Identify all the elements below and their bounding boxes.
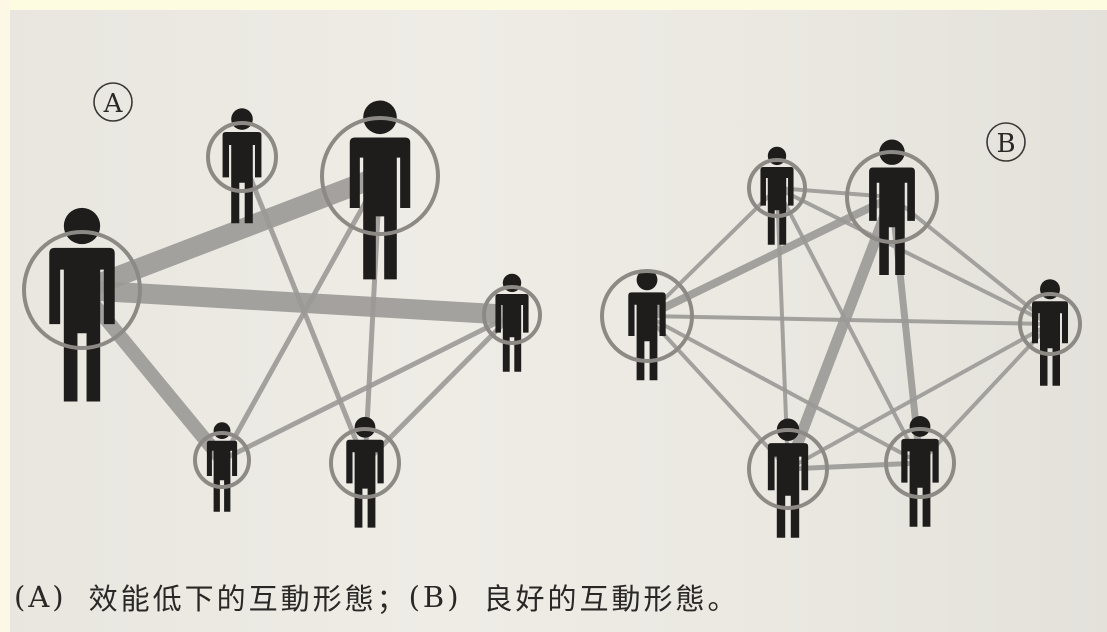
page-top-edge — [0, 0, 1107, 10]
person-node — [884, 416, 956, 527]
node-ring — [747, 158, 807, 218]
caption-part-b-label: (B) — [408, 580, 462, 614]
connection-links — [645, 186, 1052, 472]
person-icon — [349, 100, 411, 280]
label-a-text: A — [103, 89, 124, 119]
node-ring — [193, 431, 251, 489]
caption-part-b-text: 良好的互動形態。 — [483, 582, 740, 616]
node-ring — [22, 230, 142, 350]
node-ring — [600, 269, 694, 363]
person-node — [482, 273, 542, 372]
person-node — [193, 422, 251, 512]
person-node — [22, 207, 142, 402]
node-ring — [884, 427, 956, 499]
person-node — [329, 416, 401, 528]
label-a-marker: A — [93, 82, 133, 122]
connection-link — [646, 314, 1051, 326]
connection-link — [782, 195, 898, 471]
connection-link — [645, 314, 790, 471]
person-node — [747, 418, 829, 538]
connection-link — [362, 175, 383, 464]
connection-link — [78, 166, 384, 300]
person-icon — [628, 269, 666, 381]
person-node — [320, 100, 440, 280]
connection-link — [890, 195, 1052, 326]
node-ring — [747, 428, 829, 510]
caption-part-a-label: (A) — [14, 580, 67, 614]
diagram-b-good-interaction — [600, 139, 1082, 538]
node-ring — [206, 121, 278, 193]
connection-link — [81, 280, 513, 325]
node-ring — [845, 150, 939, 244]
person-node — [600, 269, 694, 381]
person-node — [206, 108, 278, 224]
node-ring — [482, 285, 542, 345]
figure-caption: (A) 效能低下的互動形態； (B) 良好的互動形態。 — [14, 572, 740, 622]
person-node — [1018, 279, 1082, 386]
node-ring — [320, 116, 440, 236]
page-left-edge — [0, 0, 10, 632]
connection-link — [220, 312, 514, 463]
label-b-text: B — [996, 129, 1015, 159]
diagram-a-poor-interaction — [22, 100, 542, 528]
connection-link — [787, 322, 1051, 471]
person-node — [747, 146, 807, 245]
connection-links — [76, 156, 514, 465]
node-ring — [329, 427, 401, 499]
interaction-diagram: A B — [22, 82, 1082, 538]
node-ring — [1018, 292, 1082, 356]
caption-part-a-text: 效能低下的互動形態； — [88, 582, 409, 616]
label-b-marker: B — [986, 122, 1026, 162]
connection-link — [776, 186, 1051, 326]
connection-link — [76, 285, 228, 465]
connection-link — [645, 186, 779, 318]
person-node — [845, 139, 939, 276]
connection-link — [646, 314, 921, 465]
connection-link — [219, 174, 383, 462]
connection-link — [787, 460, 921, 472]
connection-link — [363, 313, 514, 465]
